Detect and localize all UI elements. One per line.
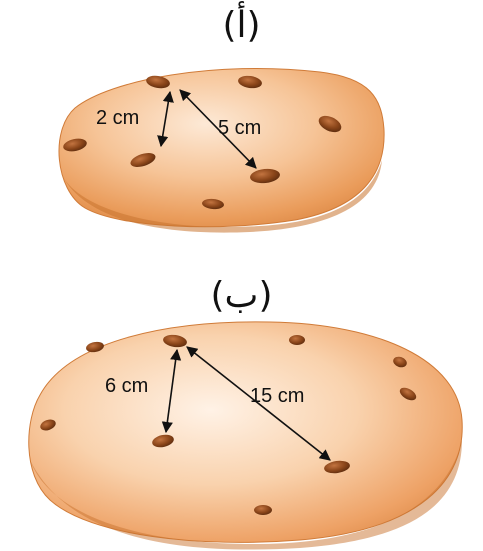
raisin [393, 356, 407, 368]
raisin [163, 334, 187, 348]
raisin [399, 387, 417, 401]
large-bread-arrow-long [186, 346, 331, 461]
raisin [202, 198, 224, 210]
raisin [250, 168, 280, 184]
panel-a-label: (أ) [222, 5, 261, 46]
large-bread-arrow-short [161, 348, 182, 434]
raisin [318, 115, 342, 133]
raisin [324, 460, 350, 474]
panel-b-label: (ب) [210, 275, 273, 316]
large-bread-diagram: 6 cm 15 cm [28, 321, 463, 550]
small-bread-short-distance: 2 cm [96, 107, 139, 129]
raisin [146, 75, 170, 89]
raisin [40, 419, 56, 431]
large-bread-long-distance: 15 cm [250, 385, 304, 407]
raisin [130, 153, 156, 167]
large-bread-body [28, 321, 463, 543]
small-bread-long-distance: 5 cm [218, 117, 261, 139]
raisin [254, 505, 272, 515]
raisin [289, 335, 305, 345]
large-bread-raisins [40, 334, 417, 515]
raisin [152, 434, 174, 448]
raisin [238, 75, 262, 89]
large-bread-short-distance: 6 cm [105, 375, 148, 397]
small-bread-diagram: 2 cm 5 cm [58, 68, 385, 233]
small-bread-raisins [63, 75, 342, 210]
small-bread-arrow-short [157, 90, 174, 148]
small-bread-arrow-long [179, 89, 257, 169]
raisin [63, 138, 87, 152]
raisin [86, 341, 104, 353]
